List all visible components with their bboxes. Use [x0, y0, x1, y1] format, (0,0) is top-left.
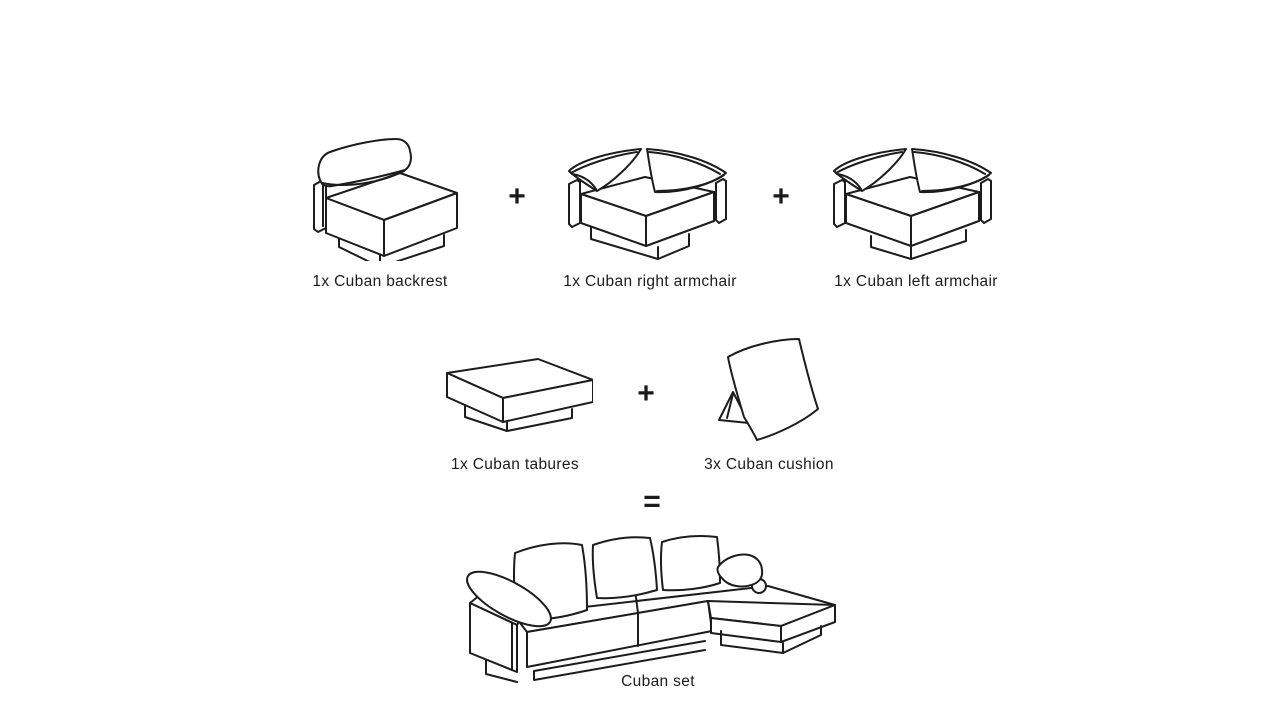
backrest-drawing: [313, 138, 458, 261]
equals-operator: =: [643, 485, 661, 518]
left-armchair-drawing: [833, 148, 992, 260]
set-label: Cuban set: [621, 673, 695, 690]
tabures-label: 1x Cuban tabures: [451, 456, 579, 473]
cushion-illustration: [703, 330, 831, 450]
tabures-illustration: [441, 352, 593, 445]
set-drawing: [466, 535, 836, 683]
plus-operator-1: +: [508, 180, 526, 213]
plus-operator-3: +: [637, 377, 655, 410]
right-armchair-label: 1x Cuban right armchair: [563, 273, 737, 290]
backrest-illustration: [292, 136, 464, 261]
left-armchair-illustration: [826, 146, 1011, 264]
cushion-drawing: [718, 338, 819, 441]
set-illustration: [450, 525, 850, 683]
right-armchair-drawing: [568, 148, 727, 260]
tabures-drawing: [446, 358, 593, 432]
right-armchair-illustration: [561, 146, 746, 264]
left-armchair-label: 1x Cuban left armchair: [834, 273, 998, 290]
plus-operator-2: +: [772, 180, 790, 213]
backrest-label: 1x Cuban backrest: [312, 273, 448, 290]
cushion-label: 3x Cuban cushion: [704, 456, 834, 473]
